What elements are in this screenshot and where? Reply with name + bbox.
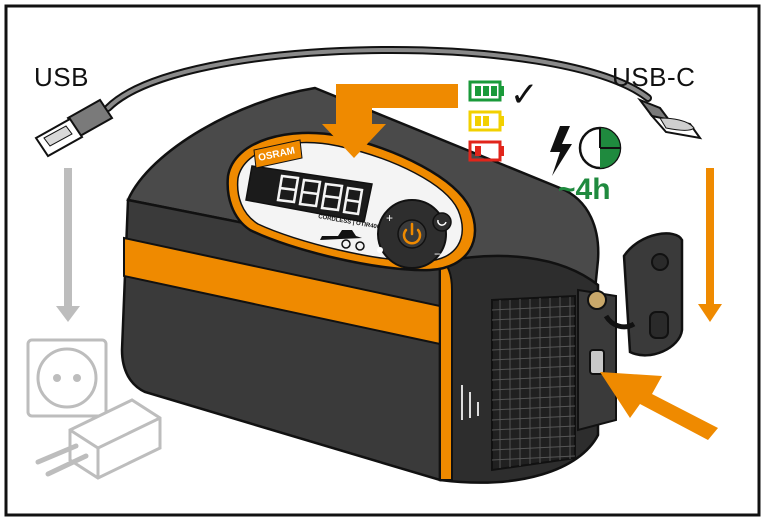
battery-low-icon [468,140,504,162]
charge-time-label: ~4h [558,173,611,206]
usb-c-plug-icon [637,97,703,140]
power-bank-device [120,86,617,484]
orange-arrow-display [322,84,458,158]
battery-full-icon [468,80,504,102]
usb-c-label: USB-C [612,62,696,92]
usb-label: USB [34,62,89,92]
usb-plug-icon [34,98,114,158]
svg-text:+: + [386,211,393,225]
power-button-icon [402,222,422,245]
lightning-icon [550,126,572,176]
wall-socket-icon [26,338,108,418]
checkmark-icon: ✓ [510,75,539,115]
orange-down-arrow [698,168,722,322]
battery-medium-icon [468,110,504,132]
svg-text:−: − [434,247,441,261]
gray-down-arrow [56,168,80,322]
control-panel: OSRAM CORDLESS | OTIR4000 + − [226,131,477,272]
power-adapter-icon [35,398,162,480]
orange-arrow-usb-c-port [600,372,718,440]
port-cover-flap [603,232,684,357]
clock-icon [578,126,622,170]
